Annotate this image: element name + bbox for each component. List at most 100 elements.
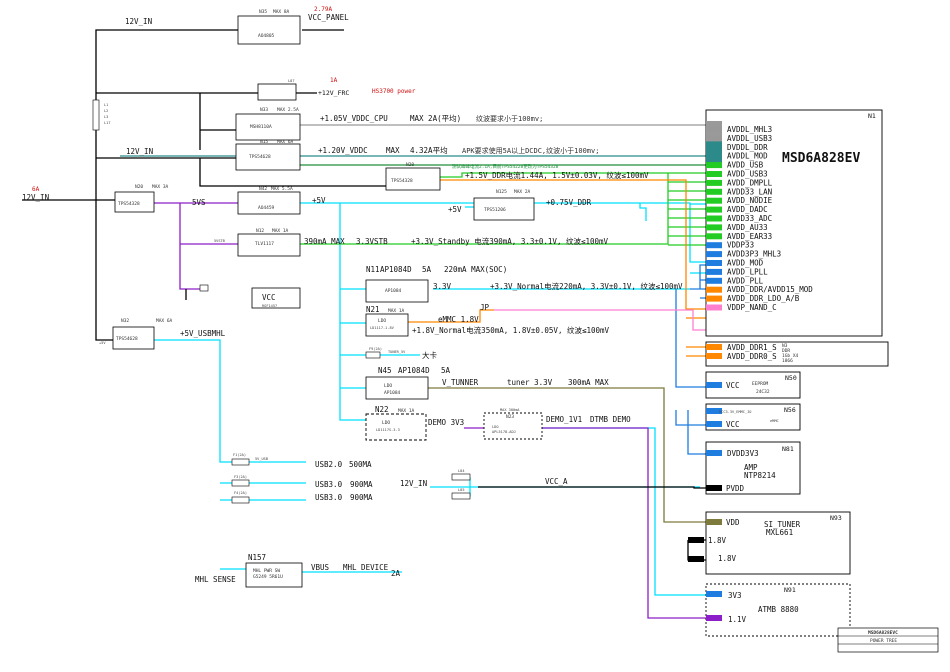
main-ic-pin-label: VDDP_NAND_C <box>727 303 777 312</box>
usb2-label: USB2.0 <box>315 460 343 469</box>
vcc-sub: RGF1457 <box>262 304 277 308</box>
main-ic-pin-label: AVDD3P3_MHL3 <box>727 250 781 259</box>
wire-purple <box>154 202 706 619</box>
main-ic-pin-label: AVDD_DDR/AVDD15_MOD <box>727 285 813 294</box>
main-ic-pin-label: AVDD_LPLL <box>727 267 768 276</box>
n45-ic: LDO <box>384 383 392 389</box>
main-ic-pin-stub <box>706 206 722 213</box>
main-ic-pin-stub <box>706 171 722 177</box>
ddr-ref: N20 <box>406 162 414 168</box>
demo-net: DEMO 3V3 <box>428 418 464 427</box>
n157-ic: MHL PWR SW <box>253 568 280 574</box>
stb-max: 390mA MAX <box>304 237 345 246</box>
n93-v2: 1.8V <box>718 554 737 563</box>
l2-label: L2 <box>104 109 108 113</box>
n15-part: TPS54628 <box>249 154 271 160</box>
n15-max: MAX 6A <box>277 139 294 145</box>
main-ic-pin-label: VDDP33 <box>727 241 754 250</box>
n45-ic2: AP1084 <box>384 390 401 396</box>
n91-pin2: 1.1V <box>728 615 747 624</box>
title-block: MSD6A828EVC POWER TREE <box>837 627 939 653</box>
vtt-max: MAX 2A <box>514 189 531 195</box>
fivev-part: TPS54328 <box>118 201 140 207</box>
input-section: 6A 12V_IN <box>22 186 49 202</box>
n11-ref: N11 <box>366 265 380 274</box>
n91-pin: 3V3 <box>728 591 742 600</box>
q-ref: N35 <box>259 9 267 15</box>
n23-block <box>483 412 543 440</box>
vcca-section: 12V_IN L84 L85 VCC_A <box>400 469 568 500</box>
l3-label: L3 <box>104 115 108 119</box>
top-net-12v: 12V_IN <box>125 17 152 26</box>
n50-part: EEPROM <box>752 381 769 387</box>
n33-net: +1.05V_VDDC_CPU <box>320 114 388 123</box>
n81-block: N81 DVDD3V3 AMP NTP8214 PVDD <box>705 441 801 495</box>
n21-spec: +1.8V_Normal电流350mA, 1.8V±0.05V, 纹波≤100m… <box>412 325 610 335</box>
ddr-name: DDR <box>782 348 790 354</box>
main-ic-pin-stub <box>706 233 722 240</box>
main-ic-pin-label: AVDD_AU33 <box>727 223 768 232</box>
vtt-in: +5V <box>448 205 462 214</box>
ddr-pin-1: AVDD_DDR1_S <box>727 343 777 352</box>
n32-max: MAX 6A <box>156 318 173 324</box>
n33-ref: N33 <box>260 107 268 113</box>
n81-pvdd: PVDD <box>726 484 745 493</box>
tuner-spec: tuner 3.3V <box>507 378 553 387</box>
panel-amp: 2.79A <box>314 6 332 13</box>
n81-pin: DVDD3V3 <box>727 449 759 458</box>
wire-pink <box>494 309 706 331</box>
n93-part: SI_TUNER <box>764 520 801 529</box>
l84 <box>451 473 471 481</box>
n20-5v-block <box>114 191 155 213</box>
ddr-block: AVDD_DDR1_S AVDD_DDR0_S N3 DDR 1Gb X4 18… <box>705 341 889 367</box>
stb-net: 3.3VSTB <box>356 237 388 246</box>
net-5vs: 5VS <box>192 198 206 207</box>
n50-ref: N50 <box>785 374 797 382</box>
n23-ic: LDO <box>492 425 499 429</box>
n157-block <box>245 562 303 588</box>
main-ic-pin-stub <box>706 286 722 293</box>
l85 <box>451 492 471 500</box>
f3-ref: F3(2A) <box>234 475 247 479</box>
ddr-ref: N3 <box>782 343 788 349</box>
ddr-speed: 1866 <box>782 358 793 364</box>
main-ic-pin-stub <box>706 179 722 186</box>
n91-block: N91 3V3 ATMB 8880 1.1V <box>705 583 851 637</box>
ldo-net: 5VSTB <box>214 239 225 243</box>
n33-note: 纹波要求小于100mv; <box>476 114 543 123</box>
usb2-current: 500MA <box>349 460 372 469</box>
n32-in: +5V <box>99 341 106 345</box>
n33-max2: MAX 2A(平均) <box>410 113 461 123</box>
l85-ref: L85 <box>458 488 465 492</box>
n56-block: N56 VCC3.3V_EMMC_IO VCC eMMC <box>705 403 801 431</box>
f4-fuse <box>231 496 250 504</box>
usb3b-current: 900MA <box>350 493 373 502</box>
sw-max: MAX 5.5A <box>271 186 293 192</box>
n93-v1: 1.8V <box>708 536 727 545</box>
n56-vcc: VCC <box>726 420 740 429</box>
n56-vccq: VCC3.3V_EMMC_IO <box>719 410 751 414</box>
ldo-part: TLV1117 <box>255 241 274 247</box>
ddr-part: TPS54328 <box>391 178 413 184</box>
main-ic-pin-label: AVDD_PLL <box>727 276 764 285</box>
tuner-net: V_TUNNER <box>442 378 479 387</box>
ldo-ref: N12 <box>256 228 264 234</box>
n21-max: MAX 1A <box>388 308 405 314</box>
n23-note: DTMB DEMO <box>590 415 631 424</box>
main-ic: N1 MSD6A828EV AVDDL_MHL3AVDDL_USB3DVDDL_… <box>705 109 883 337</box>
n45-amp: 5A <box>441 366 451 375</box>
n15-net-12v: 12V_IN <box>126 147 153 156</box>
frc-note: HS3700 power <box>372 88 416 95</box>
f1-fuse <box>231 458 250 466</box>
n21-ref: N21 <box>366 305 380 314</box>
n15-note: APK要求使用5A以上DCDC,纹波小于100mv; <box>462 146 599 155</box>
n22-max: MAX 1A <box>398 408 415 414</box>
n22-ref: N22 <box>375 405 389 414</box>
n12-block <box>237 233 301 257</box>
usb-section: F1(2A) 5V_USB USB2.0 500MA F3(2A) USB3.0… <box>231 453 373 504</box>
main-ic-pin-stub <box>706 215 722 222</box>
vcca-out: VCC_A <box>545 477 568 486</box>
wire-cyan <box>154 202 706 596</box>
net-5v: +5V <box>312 196 326 205</box>
